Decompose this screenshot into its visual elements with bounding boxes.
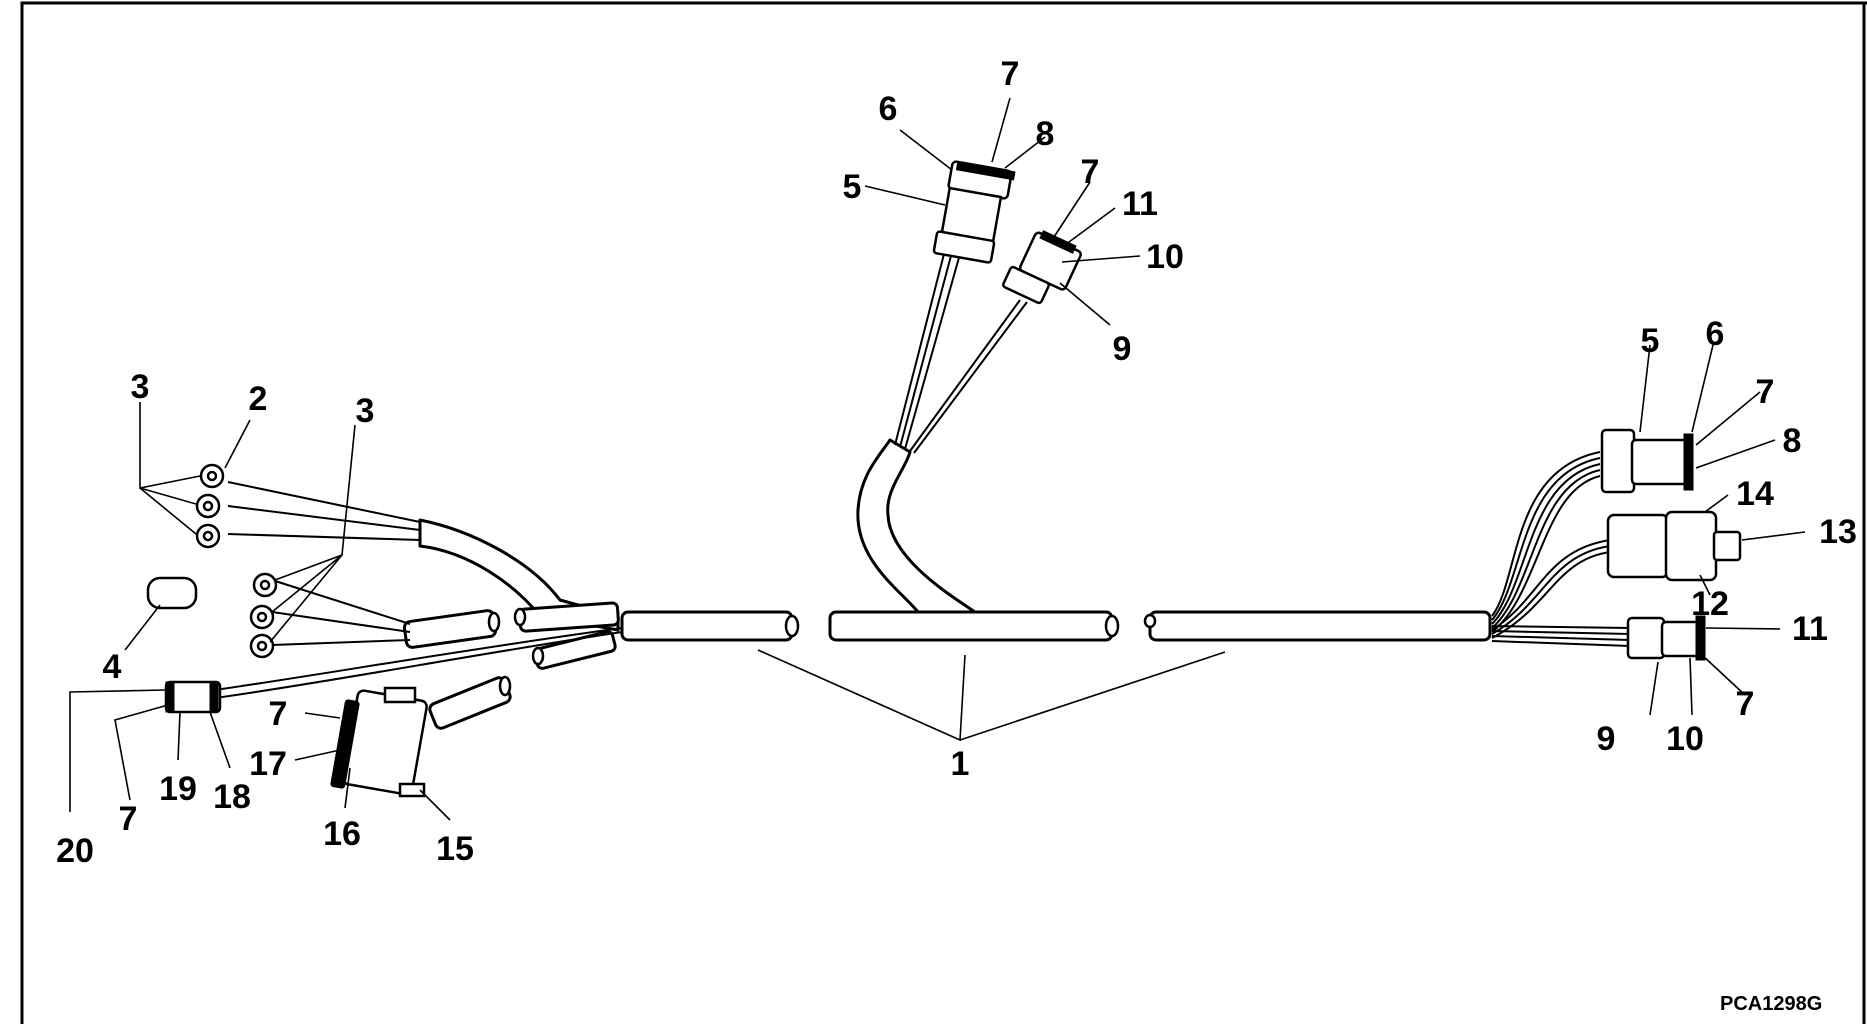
callout-5: 5 [1641,322,1660,360]
callout-7: 7 [1736,685,1755,723]
leader-lines [69,97,1806,821]
ring-terminals-upper [195,463,225,549]
callout-7: 7 [1001,55,1020,93]
right-connector-c [1626,615,1706,661]
callout-5: 5 [843,168,862,206]
callout-9: 9 [1113,330,1132,368]
right-breakout [1491,451,1631,647]
right-connector-a [1600,428,1694,494]
figure-code: PCA1298G [1720,993,1822,1015]
callout-20: 20 [56,832,94,870]
callout-6: 6 [879,90,898,128]
top-connector-b [1002,230,1082,305]
callout-7: 7 [1756,373,1775,411]
callout-10: 10 [1146,238,1184,276]
right-connector-b [1606,510,1742,582]
upper-branch [856,249,1028,614]
ring-terminals-lower [249,572,278,659]
callout-8: 8 [1036,115,1055,153]
main-trunk [620,610,1492,642]
callout-13: 13 [1819,513,1857,551]
callout-18: 18 [213,778,251,816]
callout-15: 15 [436,830,474,868]
callout-3: 3 [356,392,375,430]
callout-7: 7 [119,800,138,838]
callout-6: 6 [1706,315,1725,353]
frame-border [20,1,1867,1024]
callout-19: 19 [159,770,197,808]
top-connector-a [932,160,1016,264]
callout-9: 9 [1597,720,1616,758]
callout-4: 4 [103,648,122,686]
callout-10: 10 [1666,720,1704,758]
callout-2: 2 [249,380,268,418]
callout-8: 8 [1783,422,1802,460]
callout-11: 11 [1792,610,1828,648]
callout-11: 11 [1122,185,1158,223]
callout-14: 14 [1736,475,1774,513]
callout-17: 17 [249,745,287,783]
small-connector-left [164,680,222,714]
callout-16: 16 [323,815,361,853]
large-connector [330,686,428,798]
callout-3: 3 [131,368,150,406]
callout-7: 7 [1081,153,1100,191]
left-breakout [214,481,623,730]
cap-item-4 [146,576,198,610]
callout-1: 1 [951,745,970,783]
callout-12: 12 [1691,585,1729,623]
callout-7: 7 [269,695,288,733]
